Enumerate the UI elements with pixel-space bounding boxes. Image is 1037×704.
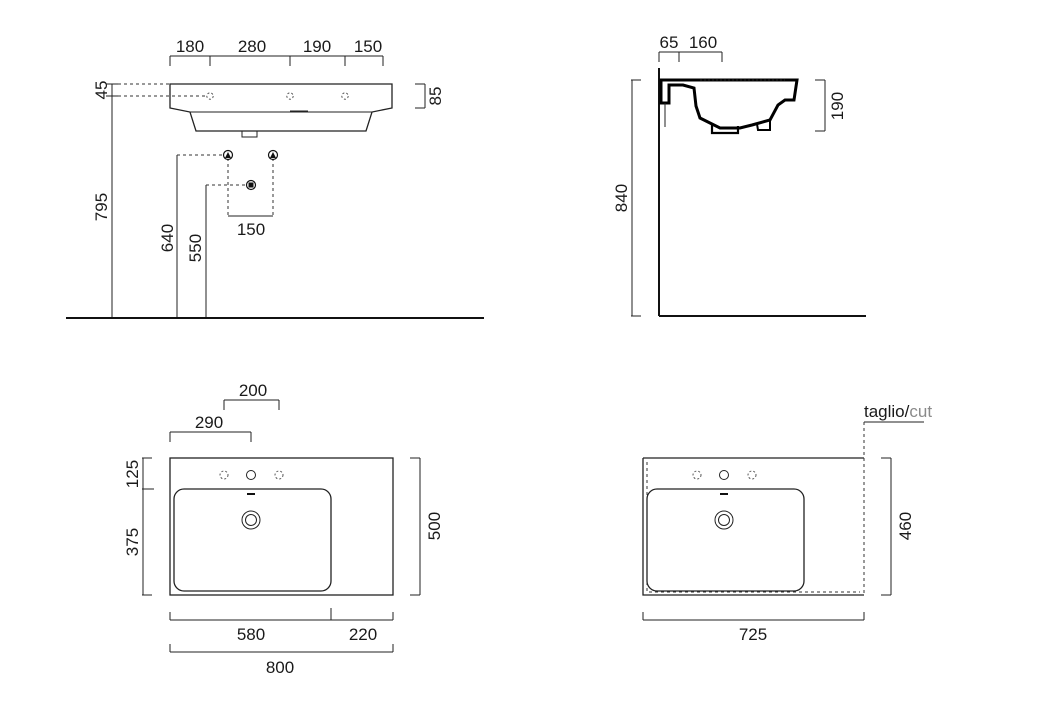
cut-label: taglio/cut <box>864 402 932 421</box>
dim-640: 640 <box>158 224 177 252</box>
drain-outlet <box>241 130 258 138</box>
dim-460: 460 <box>896 512 915 540</box>
cut-hole-center <box>719 470 729 480</box>
dim-150-valves: 150 <box>237 220 265 239</box>
dim-150-top: 150 <box>354 37 382 56</box>
dim-220: 220 <box>349 625 377 644</box>
dim-840: 840 <box>612 184 631 212</box>
dim-190: 190 <box>303 37 331 56</box>
dim-65: 65 <box>660 33 679 52</box>
basin-section <box>659 78 799 130</box>
label-taglio: taglio/ <box>864 402 910 421</box>
tap-hole-right <box>341 92 349 100</box>
dim-500: 500 <box>425 512 444 540</box>
basin-front-outline <box>169 83 393 132</box>
dim-85: 85 <box>426 87 445 106</box>
dim-375: 375 <box>123 528 142 556</box>
label-cut: cut <box>909 402 932 421</box>
dim-580: 580 <box>237 625 265 644</box>
dim-280: 280 <box>238 37 266 56</box>
drain-icon <box>241 510 261 530</box>
plan-hole-left <box>219 470 229 480</box>
plan-hole-right <box>274 470 284 480</box>
front-view: 180 280 190 150 45 795 85 <box>66 37 484 319</box>
dim-160: 160 <box>689 33 717 52</box>
cut-hole-right <box>747 470 757 480</box>
valve-left-icon <box>222 149 234 161</box>
dim-725: 725 <box>739 625 767 644</box>
dim-795: 795 <box>92 193 111 221</box>
cut-bowl-outline <box>646 488 805 592</box>
dim-190-side: 190 <box>828 92 847 120</box>
dim-290: 290 <box>195 413 223 432</box>
cut-hole-left <box>692 470 702 480</box>
dim-200: 200 <box>239 381 267 400</box>
dim-800: 800 <box>266 658 294 677</box>
tap-hole-center <box>286 92 294 100</box>
cut-outline <box>642 457 864 596</box>
dim-125: 125 <box>123 460 142 488</box>
side-view: 65 160 190 840 <box>612 33 866 317</box>
dim-180: 180 <box>176 37 204 56</box>
valve-right-icon <box>267 149 279 161</box>
cut-view: taglio/cut 460 725 <box>642 402 932 644</box>
tap-hole-left <box>206 92 214 100</box>
dim-45: 45 <box>92 81 111 100</box>
plan-outline <box>169 457 394 596</box>
plan-hole-center <box>246 470 256 480</box>
bowl-outline <box>173 488 332 592</box>
plan-view: 200 290 125 375 500 <box>123 381 444 677</box>
drain-pipe-icon <box>245 179 257 191</box>
dim-550: 550 <box>186 234 205 262</box>
cut-drain-icon <box>714 510 734 530</box>
